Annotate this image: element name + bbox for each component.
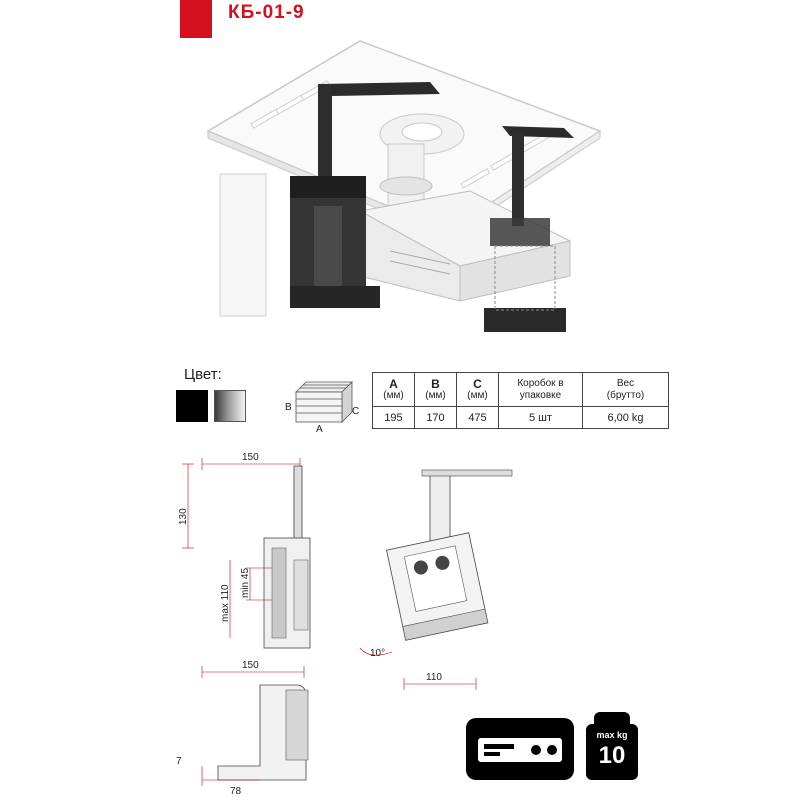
spec-value-c: 475 (456, 406, 499, 429)
spec-header-weight-line1: Вес (616, 377, 635, 389)
weight-label: max kg (596, 730, 628, 740)
box-dimensions-icon: B A C (285, 381, 359, 432)
spec-header-a-letter: A (389, 376, 398, 391)
brand-red-block (180, 0, 212, 38)
spec-header-boxes-line1: Коробок в (517, 377, 564, 389)
weight-icon: max kg 10 (586, 724, 638, 780)
spec-header-a-unit: (мм) (383, 389, 404, 401)
technical-drawings: 150 130 max 110 min 45 10° 110 (176, 452, 513, 797)
dim-bottom-width: 150 (242, 660, 259, 671)
receiver-icon (466, 718, 574, 780)
bottom-view-drawing: 150 78 7 (176, 660, 309, 797)
spec-header-a: A(мм) (372, 372, 415, 407)
dim-max-height: max 110 (220, 584, 231, 622)
color-swatch-silver (214, 390, 246, 422)
color-label: Цвет: (184, 366, 222, 383)
spec-value-b: 170 (414, 406, 457, 429)
spec-header-c-unit: (мм) (467, 389, 488, 401)
box-label-b: B (285, 402, 292, 413)
front-view-drawing: 10° 110 (359, 469, 513, 690)
dim-side-height: 130 (178, 508, 189, 525)
dim-bottom-thickness: 7 (176, 756, 182, 767)
color-swatch-black (176, 390, 208, 422)
spec-header-b-letter: B (431, 376, 440, 391)
box-label-c: C (352, 406, 359, 417)
spec-header-boxes-line2: упаковке (519, 389, 562, 401)
dim-bottom-depth: 78 (230, 786, 242, 797)
spec-value-weight: 6,00 kg (582, 406, 669, 429)
weight-value: 10 (598, 742, 626, 769)
spec-table-row: 195 170 475 5 шт 6,00 kg (372, 406, 669, 429)
spec-header-c: C(мм) (456, 372, 499, 407)
side-view-drawing: 150 130 max 110 min 45 (178, 452, 311, 649)
product-title: КБ-01-9 (228, 2, 305, 23)
spec-header-b: B(мм) (414, 372, 457, 407)
spec-value-boxes: 5 шт (498, 406, 583, 429)
product-illustration (206, 40, 602, 332)
dim-side-width: 150 (242, 452, 259, 463)
dim-min-height: min 45 (240, 568, 251, 598)
weight-icon-handle (594, 712, 630, 724)
spec-header-weight-line2: (брутто) (606, 389, 645, 401)
box-label-a: A (316, 424, 323, 432)
spec-header-weight: Вес(брутто) (582, 372, 669, 407)
spec-value-a: 195 (372, 406, 415, 429)
spec-header-b-unit: (мм) (425, 389, 446, 401)
dim-front-width: 110 (426, 672, 442, 683)
dim-tilt: 10° (370, 648, 385, 659)
spec-header-c-letter: C (473, 376, 482, 391)
